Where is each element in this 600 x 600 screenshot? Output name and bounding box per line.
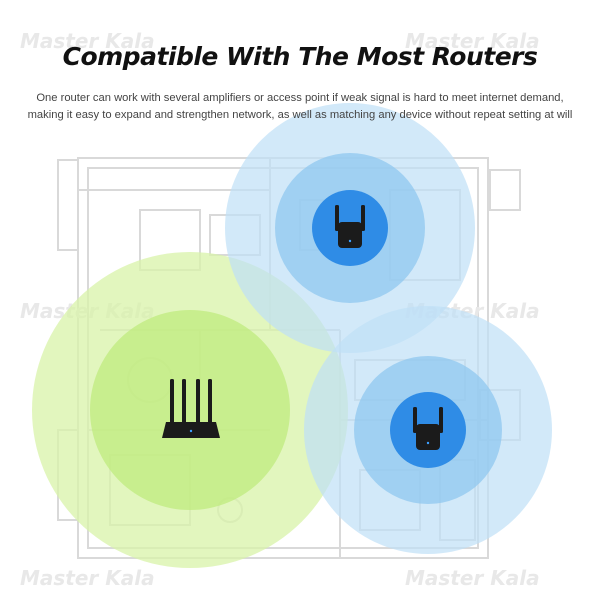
amplifier-icon [413, 407, 443, 450]
subtitle-line-1: One router can work with several amplifi… [36, 92, 564, 104]
watermark-text-5: Master Kala [20, 566, 155, 590]
watermark-text-6: Master Kala [405, 566, 540, 590]
watermark-text-1: Master Kala [20, 29, 155, 53]
subtitle-line-2: making it easy to expand and strengthen … [27, 109, 573, 121]
router-coverage-zone [32, 252, 348, 568]
page-subtitle: One router can work with several amplifi… [8, 90, 592, 124]
page-title: Compatible With The Most Routers [62, 42, 538, 71]
router-device [162, 379, 220, 438]
amplifier-top-device [312, 190, 388, 266]
watermark-text-2: Master Kala [405, 29, 540, 53]
router-icon [162, 379, 220, 438]
amplifier-icon [335, 205, 365, 248]
amplifier-bottom-device [390, 392, 466, 468]
